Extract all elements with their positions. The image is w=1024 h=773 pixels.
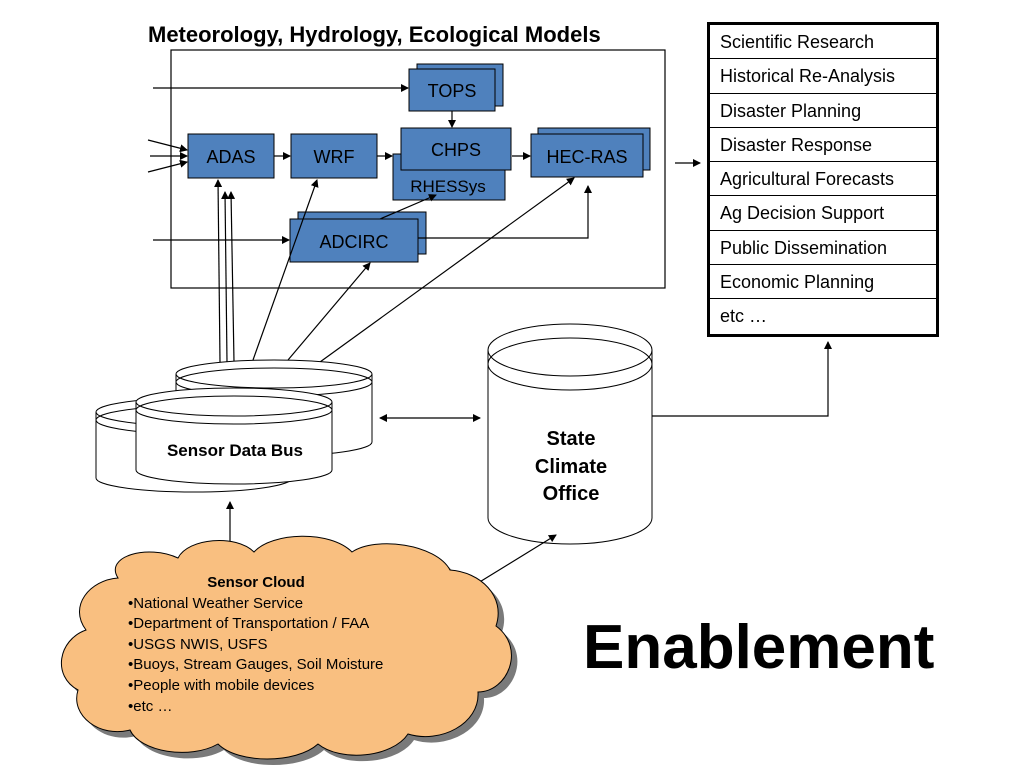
arrow-adcirc-rhessys xyxy=(379,194,437,220)
sensor-data-bus-label: Sensor Data Bus xyxy=(167,441,303,460)
sensor-cloud-content: Sensor Cloud National Weather Service De… xyxy=(128,573,448,717)
use-item: Disaster Response xyxy=(710,128,936,163)
sensor-data-bus xyxy=(95,359,373,493)
hecras-node: HEC-RAS xyxy=(530,127,651,178)
sensor-cloud-item: People with mobile devices xyxy=(128,676,448,697)
state-climate-office xyxy=(487,323,653,545)
sensor-cloud-item: Department of Transportation / FAA xyxy=(128,614,448,635)
arrow-office-uses xyxy=(652,341,832,417)
sensor-cloud-item: National Weather Service xyxy=(128,594,448,615)
adas-node: ADAS xyxy=(187,133,275,179)
arrow-bus-adcirc xyxy=(287,262,371,361)
arrow-input-adas-1 xyxy=(147,139,188,153)
sensor-cloud-title: Sensor Cloud xyxy=(207,574,305,591)
chps-label: CHPS xyxy=(431,140,481,160)
use-item: Historical Re-Analysis xyxy=(710,59,936,94)
wrf-label: WRF xyxy=(314,147,355,167)
use-item: Economic Planning xyxy=(710,265,936,300)
use-item: Agricultural Forecasts xyxy=(710,162,936,197)
bus-arrows xyxy=(214,177,575,363)
arrow-bus-wrf xyxy=(252,179,319,361)
use-item: Scientific Research xyxy=(710,25,936,60)
use-item: Public Dissemination xyxy=(710,231,936,266)
model-arrows xyxy=(147,84,701,244)
arrow-cloud-office xyxy=(477,534,557,584)
office-label-line2: Climate xyxy=(535,456,607,478)
use-item: Disaster Planning xyxy=(710,94,936,128)
wrf-node: WRF xyxy=(290,133,378,179)
use-item: Ag Decision Support xyxy=(710,196,936,231)
adcirc-label: ADCIRC xyxy=(319,232,388,252)
use-item: etc … xyxy=(720,306,768,327)
tops-node: TOPS xyxy=(408,63,504,112)
adas-label: ADAS xyxy=(206,147,255,167)
tops-label: TOPS xyxy=(428,81,477,101)
arrow-bus-hecras xyxy=(319,177,575,363)
chps-node: CHPS xyxy=(400,127,512,171)
sensor-cloud-item: USGS NWIS, USFS xyxy=(128,635,448,656)
rhessys-label: RHESSys xyxy=(410,177,486,196)
diagram-title: Meteorology, Hydrology, Ecological Model… xyxy=(148,22,601,47)
hecras-label: HEC-RAS xyxy=(546,147,627,167)
adcirc-node: ADCIRC xyxy=(289,211,427,263)
arrow-bus-adas-2 xyxy=(221,191,230,363)
uses-table: Scientific Research Historical Re-Analys… xyxy=(707,22,939,337)
arrow-input-adas-3 xyxy=(147,159,188,173)
sensor-cloud-item: Buoys, Stream Gauges, Soil Moisture xyxy=(128,655,448,676)
office-label-line3: Office xyxy=(543,483,600,505)
enablement-headline: Enablement xyxy=(583,613,935,682)
arrow-adcirc-hecras xyxy=(418,185,592,239)
office-label-line1: State xyxy=(547,428,596,450)
arrow-bus-adas-3 xyxy=(227,191,236,363)
sensor-cloud-item: etc … xyxy=(128,697,448,718)
arrow-bus-adas-1 xyxy=(214,179,223,363)
